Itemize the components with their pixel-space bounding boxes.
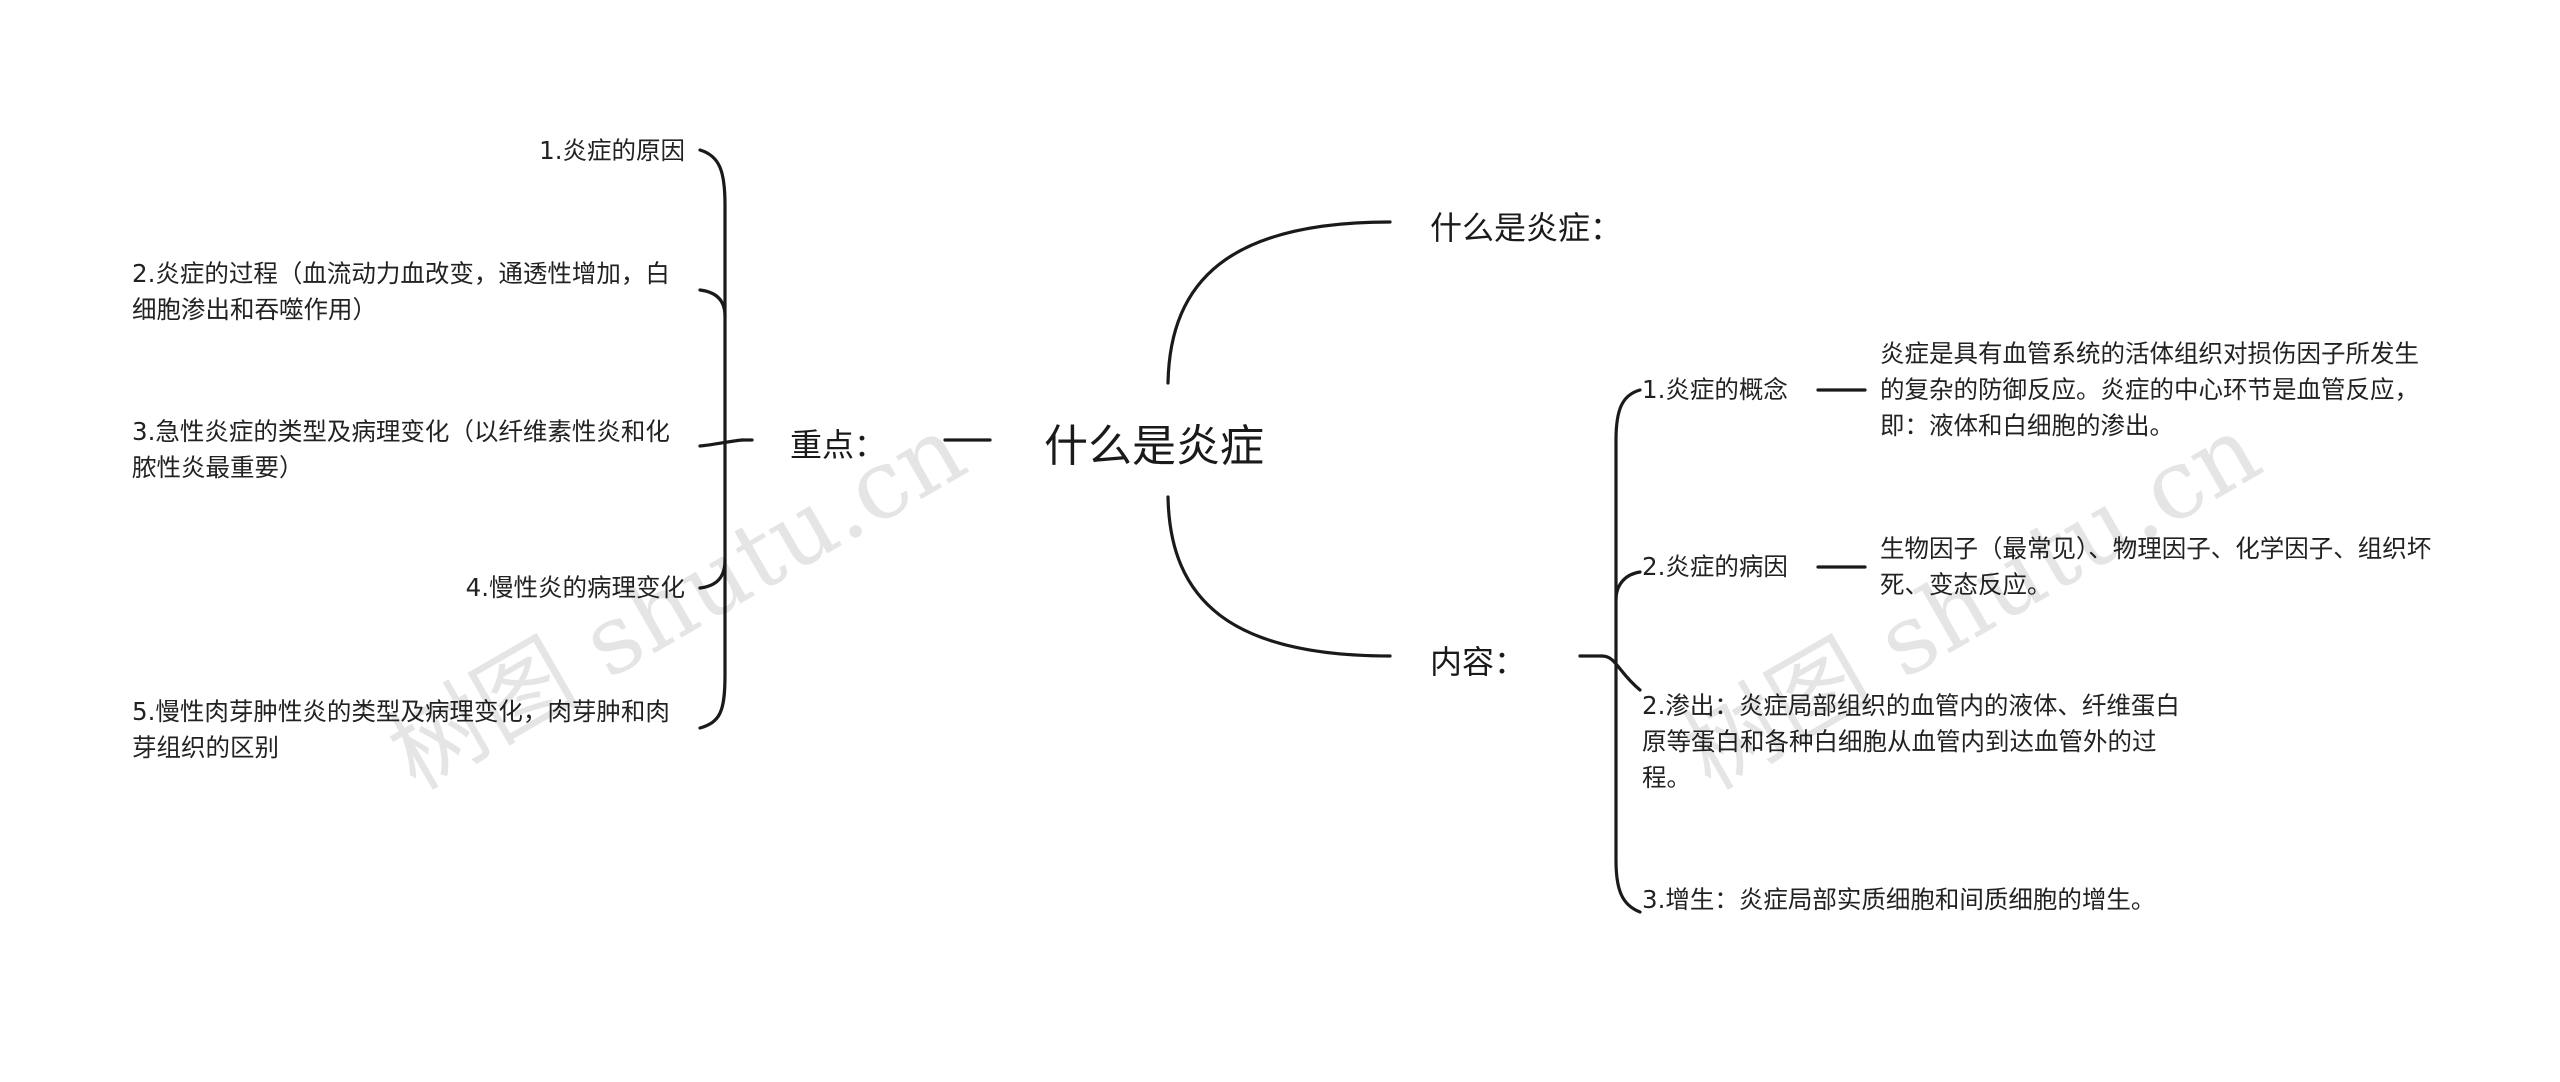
key-points-tick-4 bbox=[698, 558, 727, 590]
content-branch[interactable]: 内容： bbox=[1430, 643, 1527, 681]
content-bracket bbox=[1614, 388, 1642, 914]
content-item-proliferation[interactable]: 3.增生：炎症局部实质细胞和间质细胞的增生。 bbox=[1642, 885, 2156, 914]
key-point-2[interactable]: 2.炎症的过程（血流动力血改变，通透性增加，白细胞渗出和吞噬作用） bbox=[132, 259, 670, 324]
content-tick-2 bbox=[1614, 570, 1642, 602]
key-points-branch[interactable]: 重点： bbox=[790, 426, 887, 464]
key-point-5[interactable]: 5.慢性肉芽肿性炎的类型及病理变化，肉芽肿和肉芽组织的区别 bbox=[132, 697, 670, 762]
root-topic[interactable]: 什么是炎症 bbox=[1044, 421, 1264, 472]
key-points-tick-2 bbox=[698, 288, 727, 318]
root-to-content-curve bbox=[1166, 495, 1392, 658]
cause-detail[interactable]: 生物因子（最常见）、物理因子、化学因子、组织坏死、变态反应。 bbox=[1880, 534, 2432, 599]
content-item-cause[interactable]: 2.炎症的病因 bbox=[1642, 552, 1788, 581]
content-tick-3 bbox=[1600, 654, 1642, 692]
content-item-concept[interactable]: 1.炎症的概念 bbox=[1642, 375, 1788, 404]
key-point-3[interactable]: 3.急性炎症的类型及病理变化（以纤维素性炎和化脓性炎最重要） bbox=[132, 417, 670, 482]
key-points-tick-3 bbox=[698, 438, 744, 448]
concept-detail[interactable]: 炎症是具有血管系统的活体组织对损伤因子所发生的复杂的防御反应。炎症的中心环节是血… bbox=[1880, 339, 2419, 440]
root-to-definition-curve bbox=[1166, 220, 1392, 385]
definition-branch[interactable]: 什么是炎症： bbox=[1430, 209, 1623, 247]
content-item-exudation[interactable]: 2.渗出：炎症局部组织的血管内的液体、纤维蛋白原等蛋白和各种白细胞从血管内到达血… bbox=[1642, 691, 2180, 792]
key-points-bracket bbox=[698, 148, 727, 730]
key-point-1[interactable]: 1.炎症的原因 bbox=[539, 136, 685, 165]
key-point-4[interactable]: 4.慢性炎的病理变化 bbox=[465, 573, 685, 602]
